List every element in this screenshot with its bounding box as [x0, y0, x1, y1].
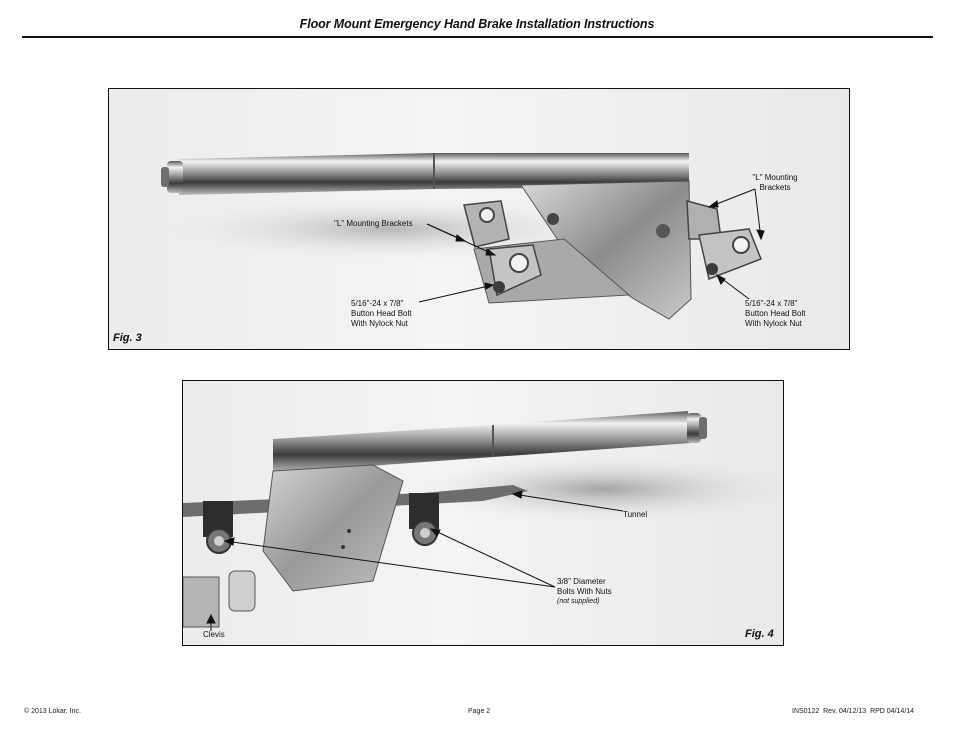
mounting-bolt-left	[203, 501, 233, 554]
hand-brake-illustration-fig3	[159, 153, 765, 320]
bracket-left-upper-hole	[479, 207, 495, 223]
handle-tube	[273, 411, 691, 473]
plate-hole	[347, 529, 351, 533]
pivot-bolt	[547, 213, 559, 225]
plate-hole	[341, 545, 345, 549]
plate-bolt	[656, 224, 670, 238]
callout-l-brackets-right-line2: Brackets	[759, 183, 791, 192]
callout-bolt-right-line2: Button Head Bolt	[745, 309, 806, 318]
callout-l-brackets-right-line1: "L" Mounting	[752, 173, 798, 182]
callout-bolt-right-line3: With Nylock Nut	[745, 319, 802, 328]
release-button	[687, 413, 701, 443]
release-button-cap	[161, 167, 169, 187]
leader-lines	[418, 188, 765, 303]
callout-bolt-left-line2: Button Head Bolt	[351, 309, 412, 318]
callout-clevis: Clevis	[203, 630, 225, 639]
callout-bolt-left-line3: With Nylock Nut	[351, 319, 408, 328]
header-rule	[22, 36, 933, 38]
bracket-left-lower-hole	[509, 253, 529, 273]
callout-bolt-right: 5/16"-24 x 7/8" Button Head Bolt With Ny…	[745, 299, 805, 329]
callout-bolts-note: (not supplied)	[557, 598, 600, 605]
mounting-bolt-right	[409, 493, 439, 546]
footer-page-number: Page 2	[468, 708, 491, 715]
footer-doc-ref: INS0122 Rev. 04/12/13 RPD 04/14/14	[792, 708, 915, 715]
clevis	[183, 570, 256, 628]
footer-copyright: © 2013 Lokar, Inc.	[24, 708, 81, 715]
button-head-bolt-right	[706, 263, 718, 275]
side-plate	[262, 464, 404, 592]
button-head-bolt-left	[493, 281, 505, 293]
figure-4-label: Fig. 4	[745, 628, 774, 640]
release-button-cap	[699, 417, 707, 439]
callout-l-brackets-left: "L" Mounting Brackets	[334, 219, 413, 228]
figure-3-label: Fig. 3	[113, 332, 142, 344]
callout-tunnel: Tunnel	[623, 510, 648, 519]
callout-bolts-with-nuts: 3/8" Diameter Bolts With Nuts (not suppl…	[557, 577, 612, 607]
release-button	[167, 161, 183, 193]
callout-bolt-left-line1: 5/16"-24 x 7/8"	[351, 299, 404, 308]
callout-bolt-right-line1: 5/16"-24 x 7/8"	[745, 299, 798, 308]
callout-bolt-left: 5/16"-24 x 7/8" Button Head Bolt With Ny…	[351, 299, 411, 329]
leader-lines	[206, 490, 624, 631]
bracket-left-upper	[463, 200, 510, 248]
shadow	[403, 455, 783, 523]
page-title: Floor Mount Emergency Hand Brake Install…	[299, 17, 655, 31]
callout-l-brackets-right: "L" Mounting Brackets	[733, 173, 817, 193]
bracket-right-lower-hole	[732, 236, 750, 254]
figure-4-photo: Tunnel 3/8" Diameter Bolts With Nuts (no…	[182, 380, 784, 646]
hand-brake-illustration-fig4	[183, 411, 783, 631]
callout-bolts-line2: Bolts With Nuts	[557, 587, 612, 596]
figure-3-photo: "L" Mounting Brackets "L" Mounting Brack…	[108, 88, 850, 350]
callout-bolts-line1: 3/8" Diameter	[557, 577, 606, 586]
